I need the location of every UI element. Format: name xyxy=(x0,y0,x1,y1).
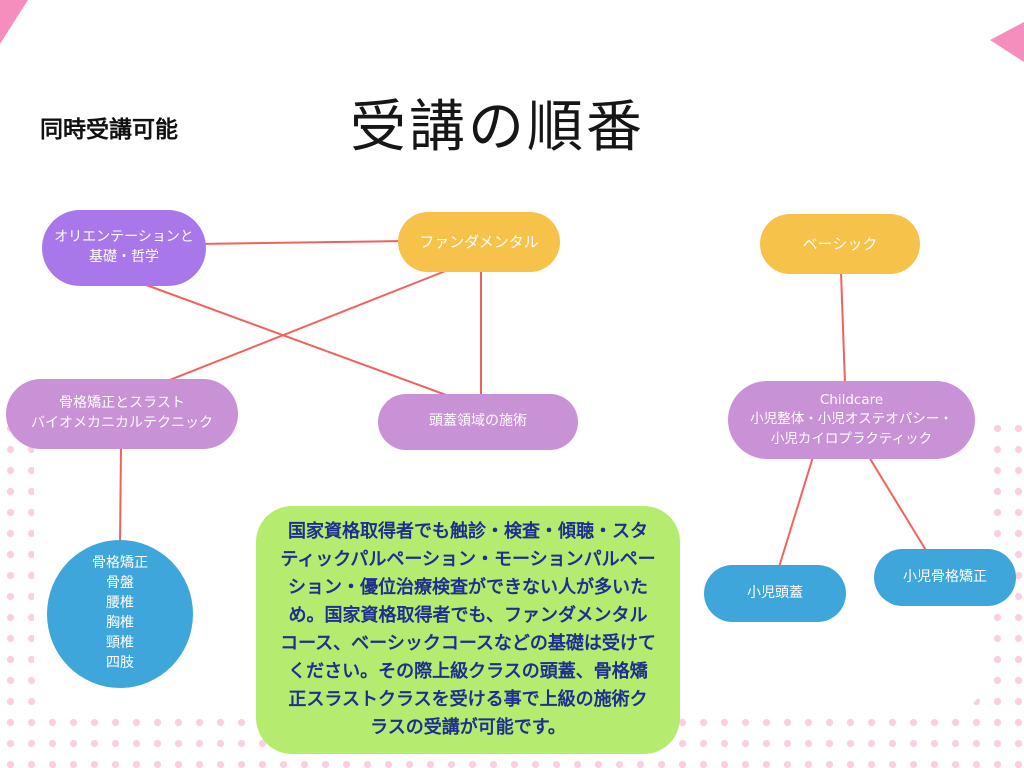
node-fundamental: ファンダメンタル xyxy=(398,212,560,272)
node-basic: ベーシック xyxy=(760,214,920,274)
simultaneous-attendance-label: 同時受講可能 xyxy=(40,117,178,143)
node-pediatric-cranial: 小児頭蓋 xyxy=(704,565,846,622)
connector-childcare-pedskeletal xyxy=(868,456,928,553)
note-box: 国家資格取得者でも触診・検査・傾聴・スタティックパルペーション・モーションパルペ… xyxy=(256,506,680,754)
page-title: 受講の順番 xyxy=(350,95,645,160)
connector-fundamental-thrust xyxy=(151,269,449,388)
note-text: 国家資格取得者でも触診・検査・傾聴・スタティックパルペーション・モーションパルペ… xyxy=(280,521,656,738)
node-thrust-biomechanical: 骨格矯正とスラスト バイオメカニカルテクニック xyxy=(6,379,238,449)
connector-thrust-skeletal xyxy=(119,446,122,545)
node-childcare: Childcare 小児整体・小児オステオパシー・ 小児カイロプラクティック xyxy=(728,381,975,459)
connector-orientation-cranial xyxy=(137,281,469,404)
node-pediatric-skeletal: 小児骨格矯正 xyxy=(874,549,1016,606)
connector-childcare-pedcranial xyxy=(778,456,814,568)
node-cranial-treatment: 頭蓋領域の施術 xyxy=(378,394,578,450)
node-orientation: オリエンテーションと 基礎・哲学 xyxy=(42,210,206,286)
connector-orientation-fundamental xyxy=(197,240,405,245)
node-skeletal-correction-detail: 骨格矯正 骨盤 腰椎 胸椎 頸椎 四肢 xyxy=(47,540,193,688)
connector-basic-childcare xyxy=(840,271,846,385)
